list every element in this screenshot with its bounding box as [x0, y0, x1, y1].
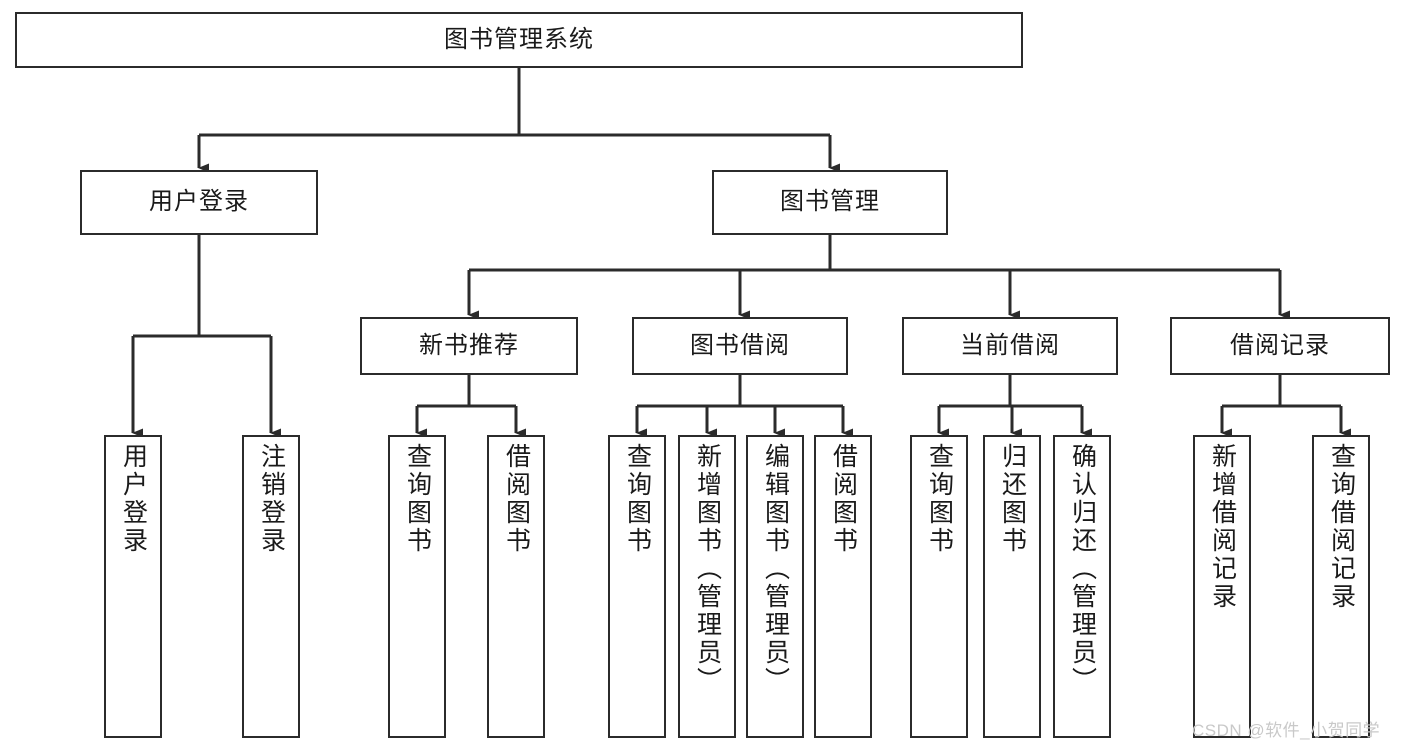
node-label-leaf-rec-add: 新增借阅记录	[1208, 443, 1237, 611]
node-label-root: 图书管理系统	[444, 25, 594, 53]
node-new-book-rec[interactable]: 新书推荐	[360, 317, 578, 375]
node-label-leaf-borrow-query: 查询图书	[623, 443, 652, 555]
node-label-leaf-cur-confirm: 确认归还（管理员）	[1068, 443, 1097, 695]
node-label-book-borrow: 图书借阅	[690, 331, 790, 359]
node-label-book-manage: 图书管理	[780, 188, 880, 216]
csdn-watermark: CSDN @软件_小贺同学	[1192, 721, 1381, 740]
node-book-borrow[interactable]: 图书借阅	[632, 317, 848, 375]
node-label-current-borrow: 当前借阅	[960, 331, 1060, 359]
node-leaf-cur-query[interactable]: 查询图书	[910, 435, 968, 738]
node-label-leaf-rec-query: 查询图书	[403, 443, 432, 555]
node-leaf-user-login[interactable]: 用户登录	[104, 435, 162, 738]
node-label-leaf-cur-query: 查询图书	[925, 443, 954, 555]
node-leaf-rec-query[interactable]: 查询图书	[388, 435, 446, 738]
node-borrow-record[interactable]: 借阅记录	[1170, 317, 1390, 375]
node-label-leaf-book-edit: 编辑图书（管理员）	[761, 443, 790, 695]
node-label-borrow-record: 借阅记录	[1230, 331, 1330, 359]
node-user-login[interactable]: 用户登录	[80, 170, 318, 235]
node-current-borrow[interactable]: 当前借阅	[902, 317, 1118, 375]
node-label-leaf-book-add: 新增图书（管理员）	[693, 443, 722, 695]
node-leaf-cur-return[interactable]: 归还图书	[983, 435, 1041, 738]
node-label-leaf-logout: 注销登录	[257, 443, 286, 555]
node-label-user-login: 用户登录	[149, 188, 249, 216]
node-leaf-book-edit[interactable]: 编辑图书（管理员）	[746, 435, 804, 738]
node-leaf-borrow-query[interactable]: 查询图书	[608, 435, 666, 738]
node-root[interactable]: 图书管理系统	[15, 12, 1023, 68]
connector-lines	[131, 68, 1351, 438]
node-label-leaf-book-lend: 借阅图书	[829, 443, 858, 555]
node-leaf-book-add[interactable]: 新增图书（管理员）	[678, 435, 736, 738]
node-label-leaf-rec-find: 查询借阅记录	[1327, 443, 1356, 611]
node-label-leaf-user-login: 用户登录	[119, 443, 148, 555]
node-leaf-logout[interactable]: 注销登录	[242, 435, 300, 738]
node-leaf-book-lend[interactable]: 借阅图书	[814, 435, 872, 738]
node-book-manage[interactable]: 图书管理	[712, 170, 948, 235]
node-leaf-rec-add[interactable]: 新增借阅记录	[1193, 435, 1251, 738]
node-label-new-book-rec: 新书推荐	[419, 331, 519, 359]
node-label-leaf-rec-borrow: 借阅图书	[502, 443, 531, 555]
node-leaf-rec-find[interactable]: 查询借阅记录	[1312, 435, 1370, 738]
node-leaf-rec-borrow[interactable]: 借阅图书	[487, 435, 545, 738]
node-label-leaf-cur-return: 归还图书	[998, 443, 1027, 555]
node-leaf-cur-confirm[interactable]: 确认归还（管理员）	[1053, 435, 1111, 738]
